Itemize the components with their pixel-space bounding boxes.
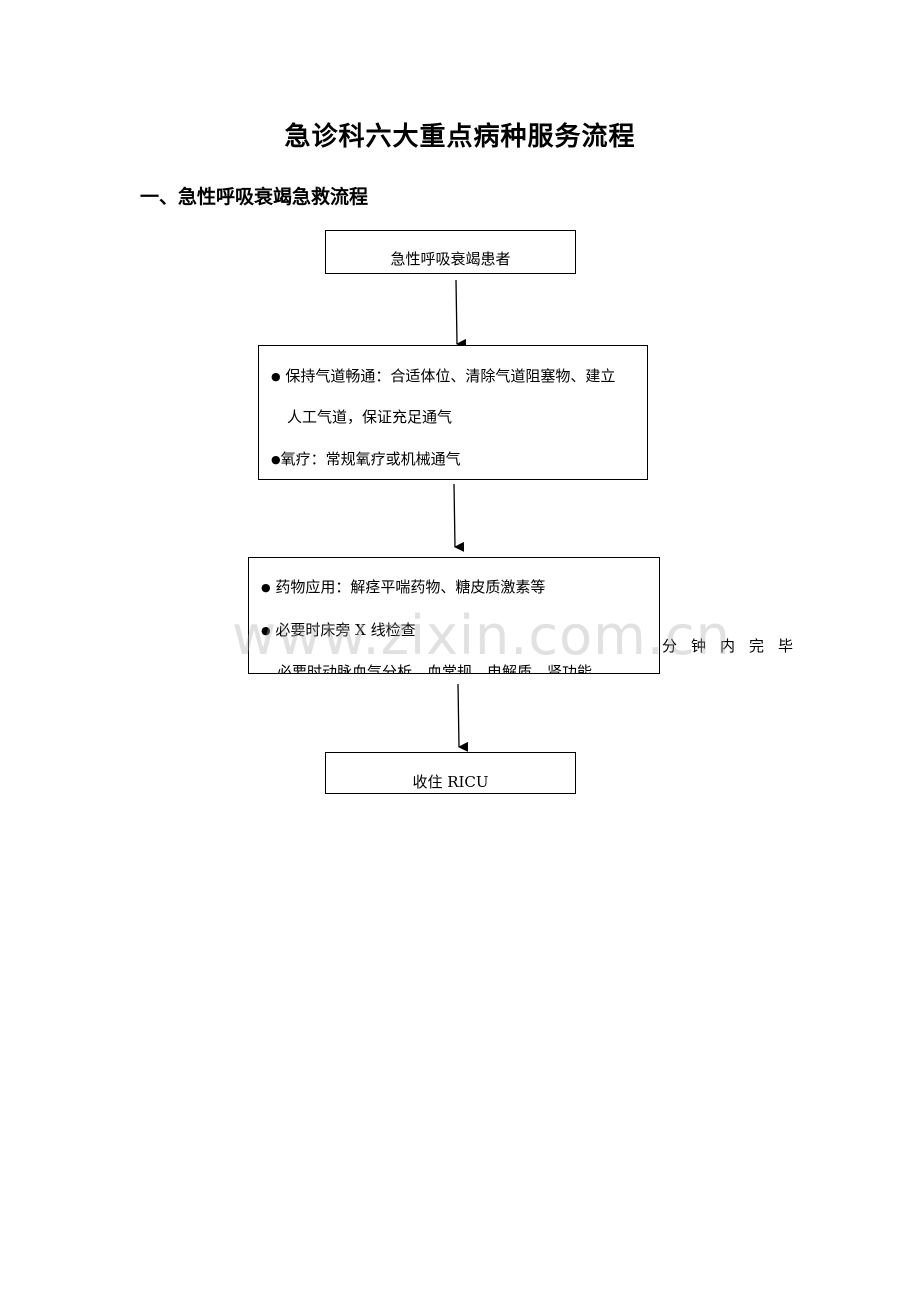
flow-node-start-label: 急性呼吸衰竭患者	[390, 250, 511, 268]
step2-bullet-2: ● 必要时床旁 X 线检查	[261, 621, 416, 639]
bullet-icon: ●	[261, 624, 271, 637]
step1-bullet-1-line-2: 人工气道，保证充足通气	[287, 408, 453, 426]
watermark: www.zixin.com.cn	[232, 604, 731, 667]
flow-node-medication-exam: ● 药物应用：解痉平喘药物、糖皮质激素等 ● 必要时床旁 X 线检查 必要时动脉…	[248, 557, 660, 674]
step1-bullet-2: ●氧疗：常规氧疗或机械通气	[271, 450, 461, 468]
page-title: 急诊科六大重点病种服务流程	[284, 122, 636, 152]
bullet-icon: ●	[271, 370, 281, 383]
flow-node-airway-oxygen: ● 保持气道畅通：合适体位、清除气道阻塞物、建立 人工气道，保证充足通气 ●氧疗…	[258, 345, 648, 480]
bullet-icon: ●	[261, 581, 271, 594]
flow-node-start: 急性呼吸衰竭患者	[325, 230, 576, 274]
arrow-start-to-step1	[455, 279, 467, 349]
section-heading: 一、急性呼吸衰竭急救流程	[140, 186, 369, 208]
arrow-step1-to-step2	[453, 483, 465, 552]
step1-bullet-1-line-1: ● 保持气道畅通：合适体位、清除气道阻塞物、建立	[271, 367, 616, 385]
step2-bullet-1: ● 药物应用：解痉平喘药物、糖皮质激素等	[261, 578, 546, 596]
flow-node-end-label: 收住 RICU	[412, 773, 489, 791]
flow-node-end: 收住 RICU	[325, 752, 576, 794]
step2-partial-line: 必要时动脉血气分析、血常规、电解质、肾功能	[277, 663, 593, 674]
side-note: 分钟内完毕	[662, 637, 808, 655]
bullet-icon: ●	[271, 453, 281, 466]
arrow-step2-to-end	[457, 683, 469, 752]
